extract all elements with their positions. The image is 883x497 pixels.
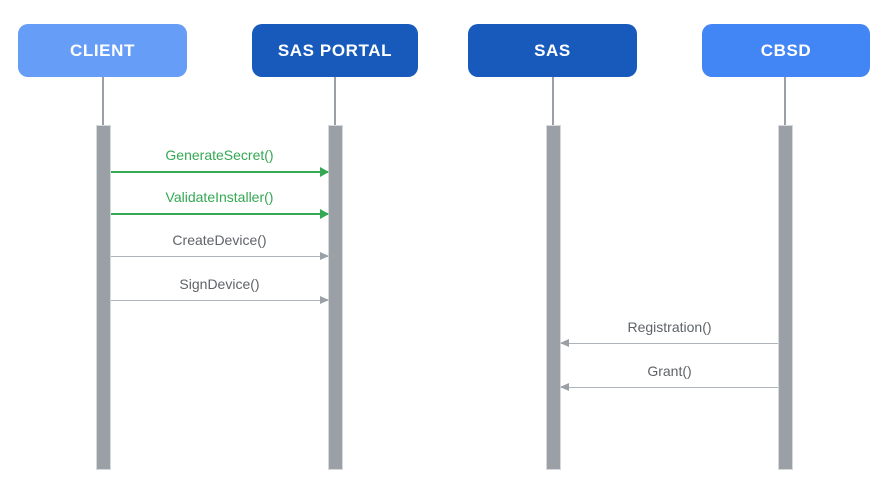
activation-bar-client [96,125,111,470]
participant-sas-portal-label: SAS PORTAL [277,40,393,60]
lifeline-sas-portal [334,77,336,126]
arrowhead-right-icon [320,167,329,177]
message-create-device: CreateDevice() [111,231,329,260]
arrowhead-left-icon [560,382,569,391]
arrowhead-right-icon [320,209,329,219]
arrowhead-right-icon [320,295,329,304]
message-registration-label: Registration() [627,319,712,335]
message-grant: Grant() [560,362,778,391]
arrowhead-left-icon [560,338,569,347]
message-sign-device: SignDevice() [111,275,329,304]
message-generate-secret-label: GenerateSecret() [165,147,274,163]
arrow-line [560,382,778,391]
activation-bar-sas-portal [328,125,343,470]
message-generate-secret: GenerateSecret() [111,146,329,177]
lifeline-client [102,77,104,126]
arrow-line [560,338,778,347]
participant-cbsd: CBSD [702,24,870,77]
activation-bar-sas [546,125,561,470]
message-create-device-label: CreateDevice() [172,232,267,248]
message-validate-installer: ValidateInstaller() [111,188,329,219]
participant-cbsd-label: CBSD [760,40,812,60]
message-sign-device-label: SignDevice() [179,276,260,292]
message-grant-label: Grant() [647,363,692,379]
arrowhead-right-icon [320,251,329,260]
activation-bar-cbsd [778,125,793,470]
participant-client-label: CLIENT [70,40,135,60]
lifeline-sas [552,77,554,126]
participant-client: CLIENT [18,24,187,77]
arrow-line [111,209,329,219]
arrow-line [111,295,329,304]
message-validate-installer-label: ValidateInstaller() [165,189,274,205]
participant-sas-portal: SAS PORTAL [252,24,418,77]
message-registration: Registration() [560,318,778,347]
participant-sas: SAS [468,24,637,77]
participant-sas-label: SAS [534,40,571,60]
lifeline-cbsd [784,77,786,126]
arrow-line [111,251,329,260]
arrow-line [111,167,329,177]
